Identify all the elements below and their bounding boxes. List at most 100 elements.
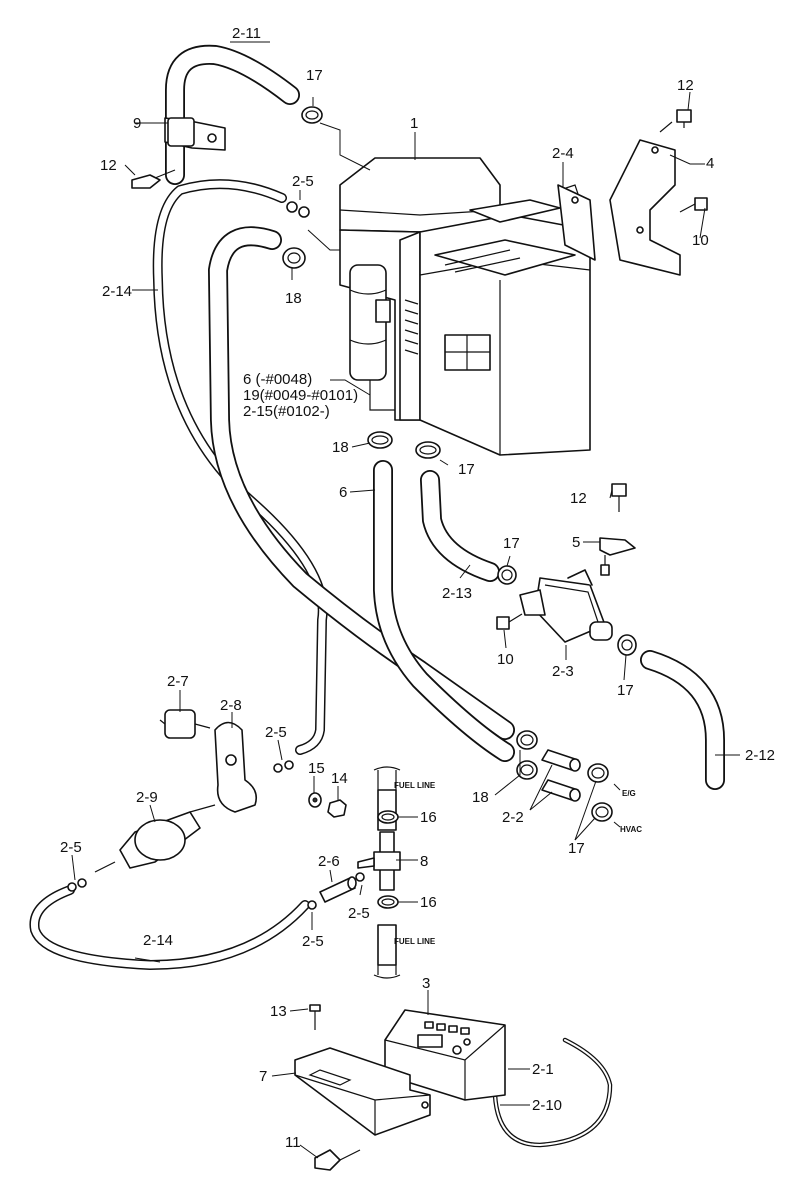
label-17-bottom: 17 xyxy=(568,840,585,857)
label-15: 15 xyxy=(308,760,325,777)
bracket-2-4 xyxy=(557,184,596,261)
label-12-right: 12 xyxy=(570,490,587,507)
label-2-5-left: 2-5 xyxy=(60,839,82,856)
valve-2-3 xyxy=(519,569,613,643)
label-fuel-line-bot: FUEL LINE xyxy=(394,937,436,946)
fuel-pump-2-9 xyxy=(94,804,216,873)
label-10-mid: 10 xyxy=(497,651,514,668)
label-8: 8 xyxy=(420,853,428,870)
fuel-line-stub-top xyxy=(373,766,401,775)
leader-lines xyxy=(71,41,740,1159)
label-hvac: HVAC xyxy=(620,825,642,834)
nut-14 xyxy=(327,799,347,818)
washer-2-5-c xyxy=(307,872,365,910)
washer-15 xyxy=(308,792,322,808)
label-2-10: 2-10 xyxy=(532,1097,562,1114)
clamp-18-top xyxy=(282,247,306,269)
pump-bracket-2-8 xyxy=(214,721,258,813)
label-17-mid: 17 xyxy=(458,461,475,478)
connector-2-6 xyxy=(319,876,357,903)
clamp-bracket-9 xyxy=(164,117,226,151)
label-18-low: 18 xyxy=(472,789,489,806)
label-2-14-left: 2-14 xyxy=(102,283,132,300)
label-17: 17 xyxy=(306,67,323,84)
heater-unit xyxy=(339,157,501,421)
label-5: 5 xyxy=(572,534,580,551)
washer-2-5-mid xyxy=(273,760,294,773)
label-2-1: 2-1 xyxy=(532,1061,554,1078)
label-2-12: 2-12 xyxy=(745,747,775,764)
clamp-17-top xyxy=(301,106,323,124)
label-16-bot: 16 xyxy=(420,894,437,911)
hose-2-14-loop xyxy=(152,179,328,755)
clamp-16-top xyxy=(377,810,399,824)
clamp-18-low-a xyxy=(516,730,538,750)
label-2-5-c2: 2-5 xyxy=(302,933,324,950)
label-19-note: 19(#0049-#0101) xyxy=(243,387,358,404)
callout-labels: 2-11 17 1 12 9 2-4 4 12 2-5 10 2-14 18 6… xyxy=(60,25,775,1151)
label-2-3: 2-3 xyxy=(552,663,574,680)
clamp-17-mid xyxy=(415,441,441,459)
label-3: 3 xyxy=(422,975,430,992)
label-fuel-line-top: FUEL LINE xyxy=(394,781,436,790)
label-4: 4 xyxy=(706,155,714,172)
label-2-13: 2-13 xyxy=(442,585,472,602)
label-16-top: 16 xyxy=(420,809,437,826)
label-6: 6 xyxy=(339,484,347,501)
label-2-15-note: 2-15(#0102-) xyxy=(243,403,330,420)
label-2-14-bot: 2-14 xyxy=(143,932,173,949)
clamp-2-5-top xyxy=(286,201,310,218)
bracket-4 xyxy=(559,139,681,276)
bolt-12-left xyxy=(131,169,176,189)
label-2-2: 2-2 xyxy=(502,809,524,826)
clamp-17-hvac xyxy=(591,802,613,822)
bolt-12-top xyxy=(659,109,692,133)
label-6-note: 6 (-#0048) xyxy=(243,371,312,388)
label-9: 9 xyxy=(133,115,141,132)
bolt-11 xyxy=(314,1149,361,1171)
bracket-5 xyxy=(599,537,636,576)
label-14: 14 xyxy=(331,770,348,787)
hose-2-11 xyxy=(165,44,300,185)
washer-2-5-left xyxy=(67,878,87,892)
clamp-18-low-b xyxy=(516,760,538,780)
clamp-16-bot xyxy=(377,895,399,909)
fuel-line-stub-bot xyxy=(373,974,401,979)
label-10-top: 10 xyxy=(692,232,709,249)
label-2-7: 2-7 xyxy=(167,673,189,690)
clamp-17-eg xyxy=(587,763,609,783)
fuel-filter-2-7 xyxy=(159,709,211,739)
bolt-10-mid xyxy=(496,613,523,630)
bracket-7 xyxy=(294,1047,431,1136)
label-2-5-c1: 2-5 xyxy=(348,905,370,922)
label-18-mid: 18 xyxy=(332,439,349,456)
label-2-4: 2-4 xyxy=(552,145,574,162)
bolt-13 xyxy=(309,1004,321,1030)
label-2-6: 2-6 xyxy=(318,853,340,870)
label-2-11: 2-11 xyxy=(232,25,261,42)
label-18-top: 18 xyxy=(285,290,302,307)
label-2-5-top: 2-5 xyxy=(292,173,314,190)
label-17-low: 17 xyxy=(617,682,634,699)
hose-6 xyxy=(373,460,515,762)
label-13: 13 xyxy=(270,1003,287,1020)
clamp-18-mid xyxy=(367,431,393,449)
bolt-10-top xyxy=(679,197,708,213)
label-1: 1 xyxy=(410,115,418,132)
clamp-17-right xyxy=(497,565,517,585)
cable-2-10 xyxy=(492,1037,613,1148)
label-2-5-mid: 2-5 xyxy=(265,724,287,741)
label-11: 11 xyxy=(285,1134,301,1151)
label-17-right: 17 xyxy=(503,535,520,552)
label-12-left: 12 xyxy=(100,157,117,174)
control-box xyxy=(419,199,591,456)
controller-buttons xyxy=(417,1021,471,1055)
label-eg: E/G xyxy=(622,789,636,798)
clamp-17-low xyxy=(617,634,637,656)
bolt-12-right xyxy=(611,483,627,512)
label-12: 12 xyxy=(677,77,694,94)
hose-main-6 xyxy=(208,226,515,740)
pipe-2-2-a xyxy=(541,749,581,772)
label-7: 7 xyxy=(259,1068,267,1085)
